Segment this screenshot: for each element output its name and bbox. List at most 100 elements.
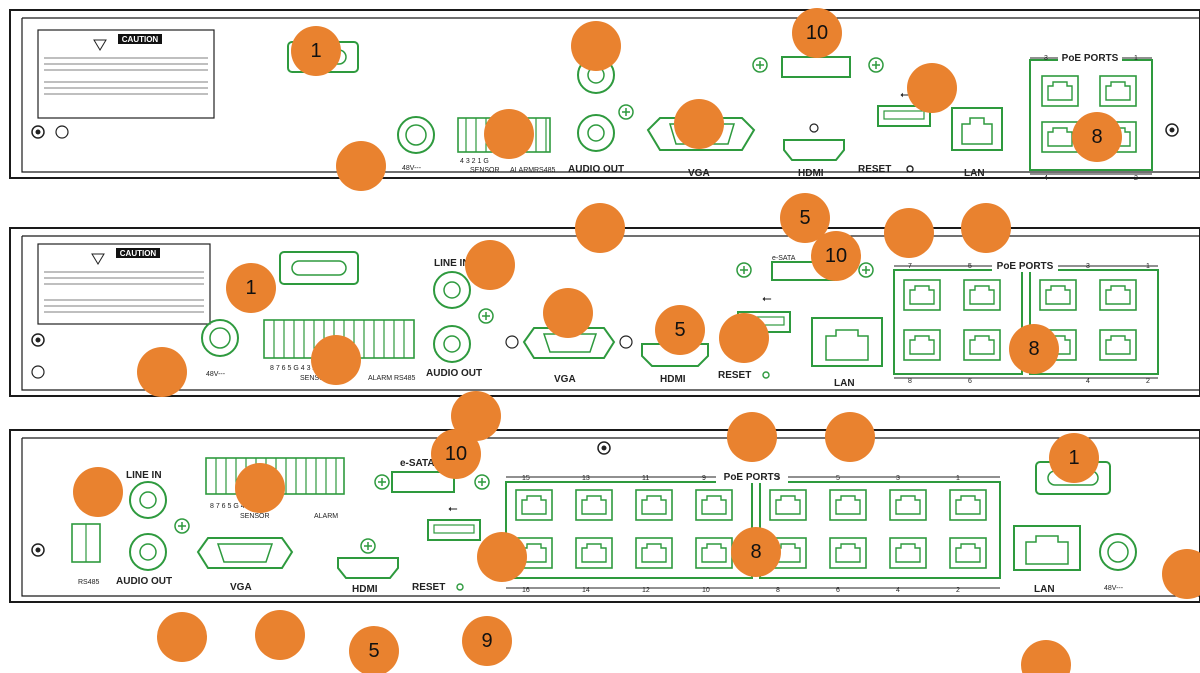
callout-marker-p3-esata [431, 429, 481, 479]
audio-out-jack[interactable] [433, 325, 471, 363]
alarm-label: ALARM [314, 513, 338, 520]
poe-number: 6 [836, 587, 840, 594]
poe-number: 7 [776, 475, 780, 482]
poe-number: 14 [582, 587, 590, 594]
alarm-label: ALARM [368, 375, 392, 382]
reset-button[interactable] [456, 583, 464, 591]
poe-number: 7 [908, 263, 912, 270]
poe-number: 8 [908, 378, 912, 385]
vga-port[interactable] [505, 327, 633, 359]
esata-port[interactable] [391, 471, 455, 493]
callout-marker-p3-rs485 [73, 467, 123, 517]
screw-icon [31, 543, 45, 557]
usb-port[interactable] [427, 519, 481, 541]
callout-number: 8 [1028, 338, 1039, 360]
poe-number: 2 [1146, 378, 1150, 385]
audio-out-label: AUDIO OUT [116, 576, 172, 587]
poe-number: 2 [1134, 175, 1138, 182]
poe-number: 2 [956, 587, 960, 594]
poe-number: 1 [1146, 263, 1150, 270]
callout-marker-p2-top-a [575, 203, 625, 253]
usb-port[interactable] [877, 105, 931, 127]
poe-number: 1 [1134, 55, 1138, 62]
rs485-label: RS485 [534, 167, 556, 174]
screw-icon [474, 474, 490, 490]
callout-marker-p3-lan [1021, 640, 1071, 673]
screw-icon [736, 262, 752, 278]
hdmi-port[interactable] [783, 123, 845, 161]
callout-number: 5 [799, 207, 810, 229]
callout-marker-p3-top-b [727, 412, 777, 462]
callout-marker-p3-sensor [235, 463, 285, 513]
lan-port[interactable] [811, 317, 883, 367]
callout-marker-p1-audio-top [571, 21, 621, 71]
callout-number: 9 [481, 630, 492, 652]
poe-number: 3 [1086, 263, 1090, 270]
screw-icon [31, 125, 45, 139]
hdmi-port[interactable] [641, 343, 709, 367]
reset-button[interactable] [906, 165, 914, 173]
hdmi-label: HDMI [352, 584, 378, 595]
caution-label: CAUTION [37, 29, 215, 119]
callout-marker-p3-poe [731, 527, 781, 577]
poe-number: 4 [1044, 175, 1048, 182]
audio-out-jack[interactable] [129, 533, 167, 571]
sensor-pins: 8 7 6 5 G 4 3 2 1 G [270, 365, 330, 372]
power-input-port[interactable] [397, 116, 435, 154]
screw-icon [752, 57, 768, 73]
screw-icon [31, 333, 45, 347]
poe-port-block[interactable] [893, 269, 1159, 375]
callout-marker-p2-top-d [961, 203, 1011, 253]
screw-icon [858, 262, 874, 278]
sensor-label: SENSOR [240, 513, 270, 520]
poe-number: 11 [642, 475, 649, 482]
reset-label: RESET [858, 164, 891, 175]
caution-title: CAUTION [122, 35, 159, 44]
line-in-jack[interactable] [433, 271, 471, 309]
callout-marker-p2-vga [543, 288, 593, 338]
sensor-pins: 8 7 6 5 G 4 3 2 1 G [210, 503, 270, 510]
poe-number: 4 [1086, 378, 1090, 385]
screw-icon [478, 308, 494, 324]
poe-number: 16 [522, 587, 530, 594]
line-in-jack[interactable] [129, 481, 167, 519]
callout-marker-p1-power-switch [291, 26, 341, 76]
esata-label: e-SATA [772, 255, 796, 262]
callout-number: 10 [445, 443, 467, 465]
power-switch[interactable] [279, 251, 359, 285]
power-input-port[interactable] [1099, 533, 1137, 571]
callout-marker-p1-power-in [336, 141, 386, 191]
hdmi-port[interactable] [337, 557, 399, 579]
callout-marker-p3-bottom-b [255, 610, 305, 660]
caution-title: CAUTION [120, 249, 157, 258]
audio-out-jack[interactable] [577, 114, 615, 152]
callout-number: 1 [310, 40, 321, 62]
vga-port[interactable] [196, 537, 294, 569]
callout-marker-p1-usb [907, 63, 957, 113]
poe-number: 3 [1044, 55, 1048, 62]
callout-number: 10 [825, 245, 847, 267]
lan-port[interactable] [951, 107, 1003, 151]
poe-number: 1 [956, 475, 960, 482]
rs485-terminal[interactable] [71, 523, 101, 563]
power-input-port[interactable] [201, 319, 239, 357]
reset-button[interactable] [762, 371, 770, 379]
power-label: 48V--- [1104, 585, 1124, 592]
poe-number: 13 [582, 475, 590, 482]
callout-marker-p2-sensor [311, 335, 361, 385]
caution-label: CAUTION [37, 243, 211, 325]
screw-icon [360, 538, 376, 554]
esata-port[interactable] [781, 56, 851, 78]
callout-marker-p3-bottom-a [157, 612, 207, 662]
poe-number: 9 [702, 475, 706, 482]
lan-port[interactable] [1013, 525, 1081, 571]
poe-ports-label: PoE PORTS [724, 472, 781, 483]
callout-marker-p3-top-a [451, 391, 501, 441]
sensor-label: SENSOR [300, 375, 330, 382]
ground-icon [31, 365, 45, 379]
ground-icon [55, 125, 69, 139]
line-in-label: LINE IN [434, 258, 470, 269]
callout-number: 1 [245, 277, 256, 299]
rs485-label: RS485 [78, 579, 100, 586]
